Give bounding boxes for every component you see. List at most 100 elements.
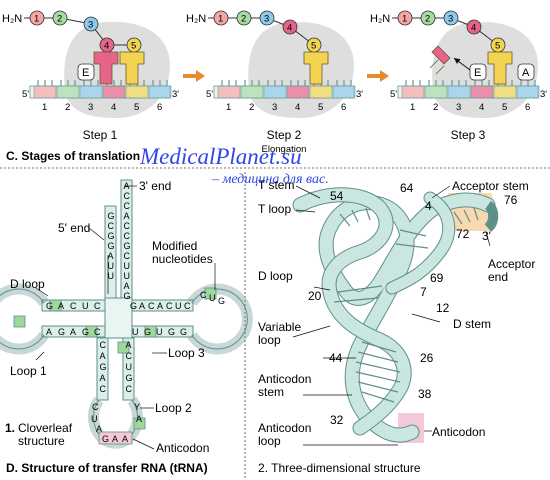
codon (148, 85, 172, 99)
nucleotide: U (108, 261, 115, 271)
codon-number: 3 (456, 102, 461, 113)
nucleotide: G (126, 373, 133, 383)
nucleotide: U (126, 362, 133, 372)
position-number: 54 (330, 189, 344, 203)
nucleotide: U (82, 301, 89, 311)
codon-number: 3 (272, 102, 277, 113)
codon (217, 85, 241, 99)
codon (79, 85, 103, 99)
amino-acid-bead (420, 10, 436, 26)
text-line: Anticodon (258, 421, 311, 435)
amino-acid-bead (236, 10, 252, 26)
nucleotide: U (91, 414, 98, 424)
nucleotide: G (108, 231, 115, 241)
nucleotide: G (100, 362, 107, 372)
codon-number: 5 (502, 102, 507, 113)
amino-acid-bead (52, 10, 68, 26)
position-number: 4 (425, 199, 432, 213)
cloverleaf-anticodon-label: Anticodon (156, 441, 209, 455)
acceptor-end-stub (484, 200, 499, 232)
codon (309, 85, 333, 99)
amino-acid-bead (282, 19, 298, 35)
step-arrow (367, 70, 389, 82)
nucleotide: C (124, 201, 131, 211)
trna-3d-base-pairs (333, 207, 479, 403)
text-line: Anticodon (258, 372, 311, 386)
trna-shape (487, 51, 513, 85)
trna-shape (119, 51, 145, 85)
amino-acid-number: 3 (264, 14, 269, 25)
anticodon-base: G (102, 434, 109, 444)
nucleotide: G (46, 301, 53, 311)
nucleotide: A (96, 424, 102, 434)
nucleotide: A (100, 351, 106, 361)
nucleotide: C (184, 301, 191, 311)
codon-number: 1 (410, 102, 415, 113)
step-label: Step 1 (83, 128, 118, 142)
amino-acid-bead (397, 10, 413, 26)
codon-number: 6 (157, 102, 162, 113)
trna-shape (93, 51, 119, 85)
mrna-3-prime-label: 3' (356, 89, 363, 100)
t-loop-label: T loop (258, 202, 291, 216)
codon-number: 4 (479, 102, 484, 113)
codon (493, 85, 517, 99)
nucleotide: A (136, 414, 142, 424)
codon (102, 85, 126, 99)
nucleotide: C (92, 402, 99, 412)
text-line: loop (258, 434, 281, 448)
cloverleaf-3-end-label: 3' end (139, 179, 171, 193)
e-site (77, 63, 95, 81)
text-line: Cloverleaf (18, 421, 73, 435)
nucleotide: Y (134, 402, 140, 412)
codon (447, 85, 471, 99)
amino-terminus-label: H₂N (2, 13, 22, 25)
nucleotide: A (124, 211, 130, 221)
amino-acid-number: 2 (241, 14, 246, 25)
nucleotide: G (124, 241, 131, 251)
loop2-label: Loop 2 (155, 401, 192, 415)
cloverleaf-leader-lines (35, 185, 216, 450)
position-number: 20 (308, 289, 322, 303)
amino-acid-number: 2 (425, 14, 430, 25)
amino-acid-number: 4 (104, 41, 109, 52)
nucleotide: C (124, 221, 131, 231)
nucleotide: C (124, 251, 131, 261)
text-line: stem (258, 385, 284, 399)
nucleotide: C (166, 301, 173, 311)
amino-terminus-label: H₂N (370, 13, 390, 25)
a-site-label: A (522, 67, 530, 79)
nucleotide: G (218, 296, 225, 306)
nucleotide: A (58, 301, 64, 311)
amino-acid-number: 1 (402, 14, 407, 25)
mrna-3-prime-label: 3' (540, 89, 547, 100)
cloverleaf-5-end-label: 5' end (58, 221, 90, 235)
amino-acid-number: 5 (311, 41, 316, 52)
nucleotide: U (124, 261, 131, 271)
nucleotide: C (108, 221, 115, 231)
position-number: 69 (430, 271, 444, 285)
codon-number: 2 (249, 102, 254, 113)
position-number: 38 (418, 387, 432, 401)
codon-number: 6 (341, 102, 346, 113)
amino-acid-bead (29, 10, 45, 26)
codon-number: 5 (134, 102, 139, 113)
loop1-label: Loop 1 (10, 364, 47, 378)
step2-sublabel: Elongation (262, 144, 307, 155)
amino-acid-number: 1 (218, 14, 223, 25)
amino-acid-number: 5 (131, 41, 136, 52)
e-site-label: E (82, 67, 89, 79)
anticodon-base: A (112, 434, 118, 444)
three-d-caption: 2. Three-dimensional structure (258, 461, 421, 475)
codon (332, 85, 356, 99)
nucleotide: U (124, 271, 131, 281)
